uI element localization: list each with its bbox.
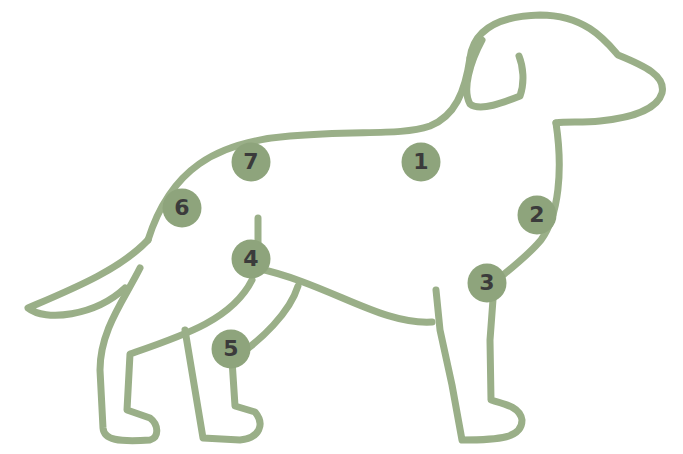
callout-circle: 1 [401,142,441,182]
callout-number: 5 [223,338,238,360]
callout-circle: 4 [231,239,271,279]
back-line [148,58,470,240]
circle-fill [468,264,507,303]
tail-line [28,240,148,315]
circle-fill [402,143,441,182]
ear-line [467,40,523,107]
circle-fill [232,143,271,182]
circle-fill [518,196,557,235]
hind-leg-line [100,268,252,441]
circle-fill [212,330,251,369]
callout-number: 2 [529,204,544,226]
front-leg-line [436,286,522,440]
callout-number: 1 [413,151,428,173]
callout-number: 3 [479,272,494,294]
callout-circle: 5 [211,329,251,369]
callout-circle: 7 [231,142,271,182]
thigh-line [255,218,262,242]
circle-fill [232,240,271,279]
callout-circle: 2 [517,195,557,235]
inner-hind-leg-line [185,286,298,440]
circle-fill [163,189,202,228]
callout-circle: 6 [162,188,202,228]
callout-number: 6 [174,197,189,219]
callout-number: 7 [243,151,258,173]
callout-circle: 3 [467,263,507,303]
chest-line [492,123,559,284]
callout-number: 4 [243,248,258,270]
